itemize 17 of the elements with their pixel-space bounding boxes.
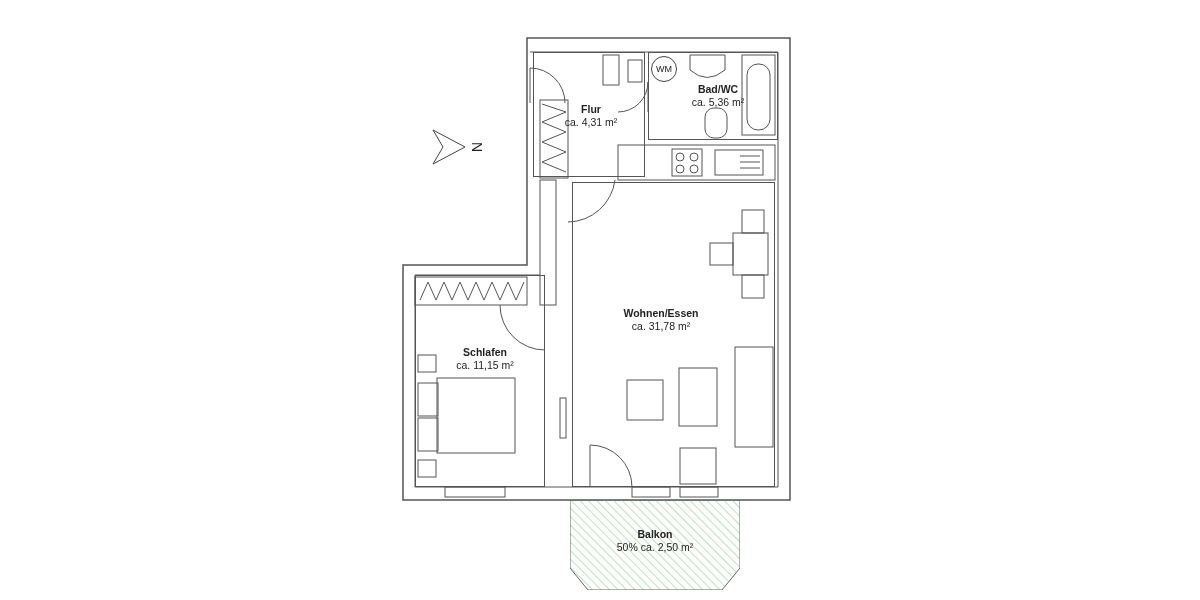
room-name: Flur (581, 103, 601, 116)
room-area (415, 275, 545, 487)
room-name: Balkon (637, 528, 673, 541)
room-name: Wohnen/Essen (623, 307, 699, 320)
room-size: ca. 31,78 m² (631, 320, 691, 333)
washing-machine-symbol: WM (651, 56, 677, 82)
room-size: ca. 4,31 m² (564, 116, 618, 129)
room-area (533, 52, 645, 177)
room-area (648, 52, 778, 140)
room-size: 50% ca. 2,50 m² (616, 541, 694, 554)
balcony-area (570, 500, 740, 590)
room-area (572, 182, 775, 487)
room-name: Schlafen (463, 346, 507, 359)
compass-letter: N (469, 141, 486, 153)
room-size: ca. 11,15 m² (456, 359, 514, 372)
room-name: Bad/WC (697, 83, 739, 96)
room-size: ca. 5,36 m² (691, 96, 745, 109)
